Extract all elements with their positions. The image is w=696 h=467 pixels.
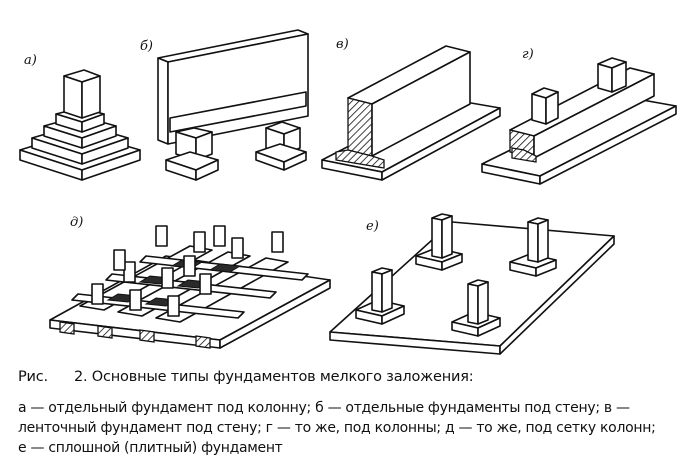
panel-label-g: г) bbox=[522, 47, 534, 62]
panel-label-e: е) bbox=[366, 219, 379, 234]
figure-caption-title: Рис. 2. Основные типы фундаментов мелкого… bbox=[18, 369, 688, 385]
caption-line-2: ленточный фундамент под стену; г — то же… bbox=[18, 420, 656, 436]
foundation-types-figure: б) в) г) bbox=[19, 29, 677, 355]
drawing-b-separate-footings: б) bbox=[140, 29, 309, 181]
grid-columns bbox=[91, 225, 284, 317]
drawing-g-strip-under-columns: г) bbox=[481, 47, 677, 185]
drawing-a-pad-footing bbox=[19, 69, 141, 181]
figure-word: Рис. bbox=[18, 369, 48, 385]
caption-line-3: е — сплошной (плитный) фундамент bbox=[18, 440, 283, 456]
panel-label-d: д) bbox=[70, 215, 83, 230]
panel-label-v: в) bbox=[336, 37, 349, 52]
figure-caption-legend: а — отдельный фундамент под колонну; б —… bbox=[18, 398, 686, 458]
panel-label-b: б) bbox=[140, 39, 153, 54]
caption-line-1: а — отдельный фундамент под колонну; б —… bbox=[18, 400, 630, 416]
drawing-v-strip-footing: в) bbox=[321, 37, 501, 181]
panel-label-a: а) bbox=[24, 53, 37, 68]
drawing-e-mat-foundation: е) bbox=[329, 213, 615, 355]
drawing-d-grid-strip-footing: д) bbox=[49, 215, 331, 349]
figure-title: 2. Основные типы фундаментов мелкого зал… bbox=[73, 369, 474, 385]
